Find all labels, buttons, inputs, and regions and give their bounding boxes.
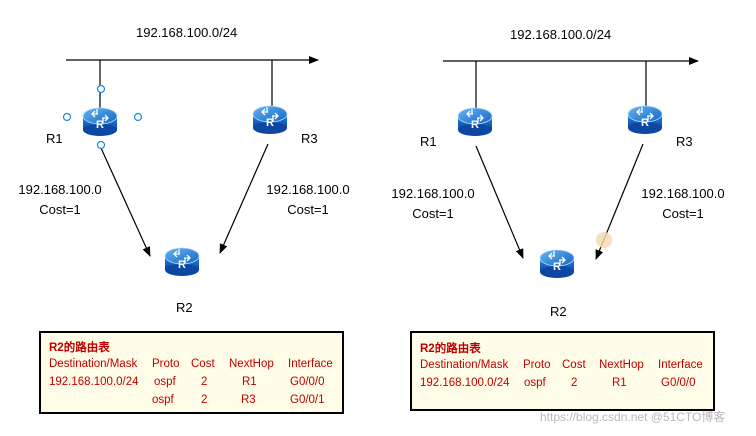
right-table-title: R2的路由表: [420, 343, 481, 355]
left-row1-destination: 192.168.100.0/24: [49, 376, 139, 388]
left-r3-route-cost: Cost=1: [287, 202, 329, 217]
left-r1-route-net: 192.168.100.0: [18, 182, 102, 197]
right-r1-route-net: 192.168.100.0: [391, 186, 475, 201]
right-r3-router-icon[interactable]: [627, 105, 663, 135]
left-arrow-r1-r2: [100, 147, 151, 257]
left-row2-nexthop: R3: [241, 394, 256, 406]
right-header-nexthop: NextHop: [599, 359, 644, 371]
selection-handles[interactable]: [62, 84, 143, 150]
right-r3-label: R3: [676, 134, 693, 149]
right-row1-interface: G0/0/0: [661, 377, 696, 389]
left-r3-router-icon[interactable]: [252, 105, 288, 135]
right-row1-cost: 2: [571, 377, 578, 389]
left-row1-interface: G0/0/0: [290, 376, 325, 388]
right-header-proto: Proto: [523, 359, 551, 371]
left-header-proto: Proto: [152, 358, 180, 370]
selection-handle-bottom[interactable]: [96, 140, 106, 150]
right-r2-label: R2: [550, 304, 567, 319]
right-arrow-r1-r2: [475, 145, 524, 259]
right-r3-route-net: 192.168.100.0: [641, 186, 725, 201]
left-header-cost: Cost: [191, 358, 215, 370]
right-r1-label: R1: [420, 134, 437, 149]
left-r2-label: R2: [176, 300, 193, 315]
left-row2-cost: 2: [201, 394, 208, 406]
left-routing-table: R2的路由表 Destination/Mask Proto Cost NextH…: [39, 331, 344, 414]
left-row1-nexthop: R1: [242, 376, 257, 388]
right-row1-destination: 192.168.100.0/24: [420, 377, 510, 389]
left-header-destination: Destination/Mask: [49, 358, 138, 370]
right-header-destination: Destination/Mask: [420, 359, 509, 371]
right-header-cost: Cost: [562, 359, 586, 371]
right-row1-nexthop: R1: [612, 377, 627, 389]
left-r3-route-net: 192.168.100.0: [266, 182, 350, 197]
right-header-interface: Interface: [658, 359, 703, 371]
left-arrow-r3-r2: [219, 143, 269, 254]
right-r1-router-icon[interactable]: [457, 107, 493, 137]
selection-handle-top[interactable]: [96, 84, 106, 94]
left-r2-router-icon[interactable]: [164, 247, 200, 277]
left-r3-label: R3: [301, 131, 318, 146]
left-row1-proto: ospf: [154, 376, 176, 388]
left-r1-label: R1: [46, 131, 63, 146]
cursor-highlight: [596, 232, 612, 248]
watermark: https://blog.csdn.net @51CTO博客: [540, 410, 726, 424]
right-r1-route-cost: Cost=1: [412, 206, 454, 221]
right-row1-proto: ospf: [524, 377, 546, 389]
right-network-label: 192.168.100.0/24: [510, 27, 612, 42]
left-row2-proto: ospf: [152, 394, 174, 406]
right-routing-table: R2的路由表 Destination/Mask Proto Cost NextH…: [410, 331, 715, 411]
left-header-nexthop: NextHop: [229, 358, 274, 370]
right-r3-route-cost: Cost=1: [662, 206, 704, 221]
selection-handle-left[interactable]: [62, 112, 72, 122]
left-table-title: R2的路由表: [49, 342, 110, 354]
left-r1-route-cost: Cost=1: [39, 202, 81, 217]
left-row2-interface: G0/0/1: [290, 394, 325, 406]
left-header-interface: Interface: [288, 358, 333, 370]
left-network-label: 192.168.100.0/24: [136, 25, 238, 40]
left-r1-router-icon[interactable]: [82, 107, 118, 137]
selection-handle-right[interactable]: [133, 112, 143, 122]
left-row1-cost: 2: [201, 376, 208, 388]
right-r2-router-icon[interactable]: [539, 249, 575, 279]
